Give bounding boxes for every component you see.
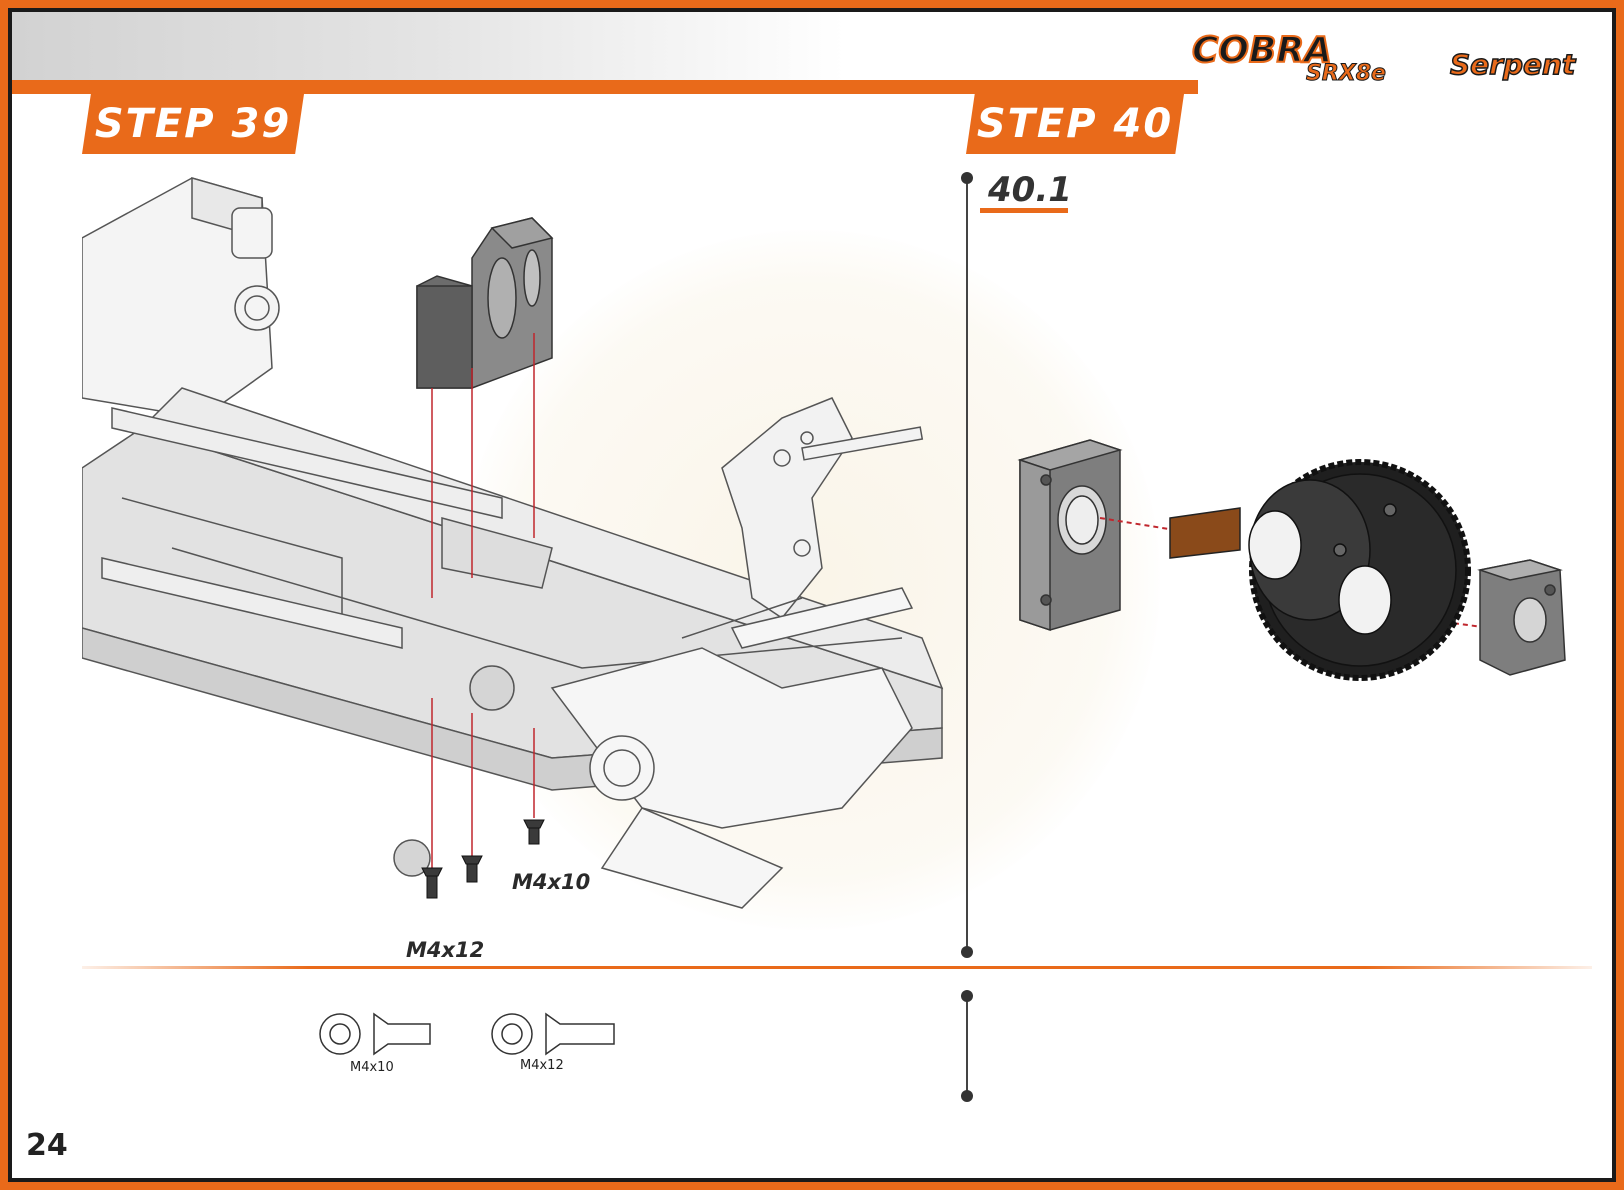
step-40-tab: STEP 40 [966, 94, 1184, 154]
legend-divider-line [966, 996, 968, 1096]
step-39-chassis-illustration [82, 177, 944, 909]
divider-dot-top [961, 172, 973, 184]
serpent-logo-text: Serpent [1450, 48, 1577, 81]
step-39-tab: STEP 39 [82, 94, 304, 154]
screw-label-m4x12: M4x12 [406, 938, 485, 962]
header-band [12, 12, 1202, 82]
srx8e-logo-text: SRX8e [1306, 61, 1386, 84]
step-40-differential-illustration [1017, 439, 1566, 681]
serpent-logo: Serpent [1449, 47, 1577, 82]
header-rule [12, 80, 1198, 94]
legend-dot-bottom [961, 1090, 973, 1102]
m4x10-side-icon [373, 1012, 431, 1056]
substep-40-1-label: 40.1 [988, 170, 1072, 210]
horizontal-divider [82, 966, 1592, 969]
legend-label-m4x10: M4x10 [350, 1060, 394, 1075]
step-39-title: STEP 39 [94, 101, 292, 147]
step-40-title: STEP 40 [976, 101, 1174, 147]
page-number: 24 [26, 1128, 68, 1163]
divider-dot-bottom [961, 946, 973, 958]
step-divider-line [966, 178, 968, 952]
cobra-logo-text: COBRA [1192, 30, 1332, 71]
screw-label-m4x10: M4x10 [512, 870, 591, 894]
cobra-srx8e-logo: COBRA SRX8e [1191, 29, 1387, 84]
m4x12-side-icon [545, 1012, 615, 1056]
legend-dot-top [961, 990, 973, 1002]
substep-underline [980, 208, 1068, 213]
parts-legend-icons [319, 1012, 615, 1056]
legend-label-m4x12: M4x12 [520, 1058, 564, 1073]
